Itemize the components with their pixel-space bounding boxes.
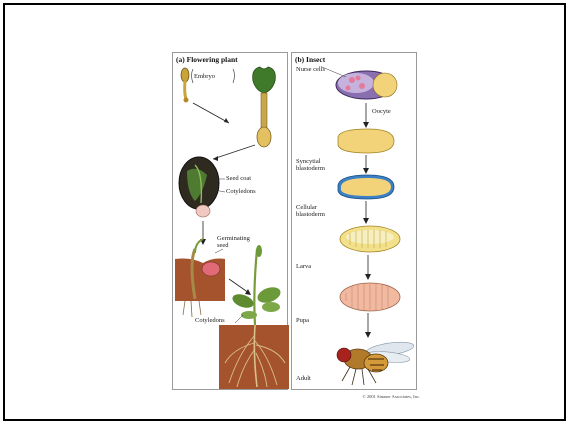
label-oocyte: Oocyte xyxy=(372,108,391,115)
label-cotyledons-seedling: Cotyledons xyxy=(195,317,225,324)
label-germinating-seed: Germinating seed xyxy=(217,235,263,249)
syncytial-blastoderm-drawing xyxy=(338,129,394,153)
adult-fly-drawing xyxy=(337,340,415,385)
label-pupa: Pupa xyxy=(296,317,309,324)
larva-drawing xyxy=(340,226,400,252)
label-adult: Adult xyxy=(296,375,311,382)
insect-illustration xyxy=(292,53,418,391)
label-cotyledons-seed: Cotyledons xyxy=(226,188,256,195)
oocyte-drawing xyxy=(336,71,397,99)
label-embryo: Embryo xyxy=(194,73,215,80)
embryo-small-drawing xyxy=(181,68,189,103)
development-figure: (a) Flowering plant xyxy=(170,38,420,408)
label-nurse-cells: Nurse cells xyxy=(296,66,325,73)
label-cellular-blastoderm: Cellular blastoderm xyxy=(296,204,338,218)
plant-illustration xyxy=(173,53,289,391)
pupa-drawing xyxy=(340,283,400,311)
copyright-credit: © 2001 Sinauer Associates, Inc. xyxy=(170,394,420,399)
embryo-large-drawing xyxy=(253,67,276,147)
seedling-drawing xyxy=(219,245,289,389)
slide-frame: (a) Flowering plant xyxy=(3,3,566,421)
label-larva: Larva xyxy=(296,263,311,270)
flowering-plant-panel: (a) Flowering plant xyxy=(172,52,288,390)
seed-drawing xyxy=(179,157,219,217)
germinating-seed-drawing xyxy=(175,239,225,317)
label-syncytial-blastoderm: Syncytial blastoderm xyxy=(296,158,338,172)
insect-panel: (b) Insect xyxy=(291,52,417,390)
cellular-blastoderm-drawing xyxy=(338,175,394,199)
label-seed-coat: Seed coat xyxy=(226,175,251,182)
